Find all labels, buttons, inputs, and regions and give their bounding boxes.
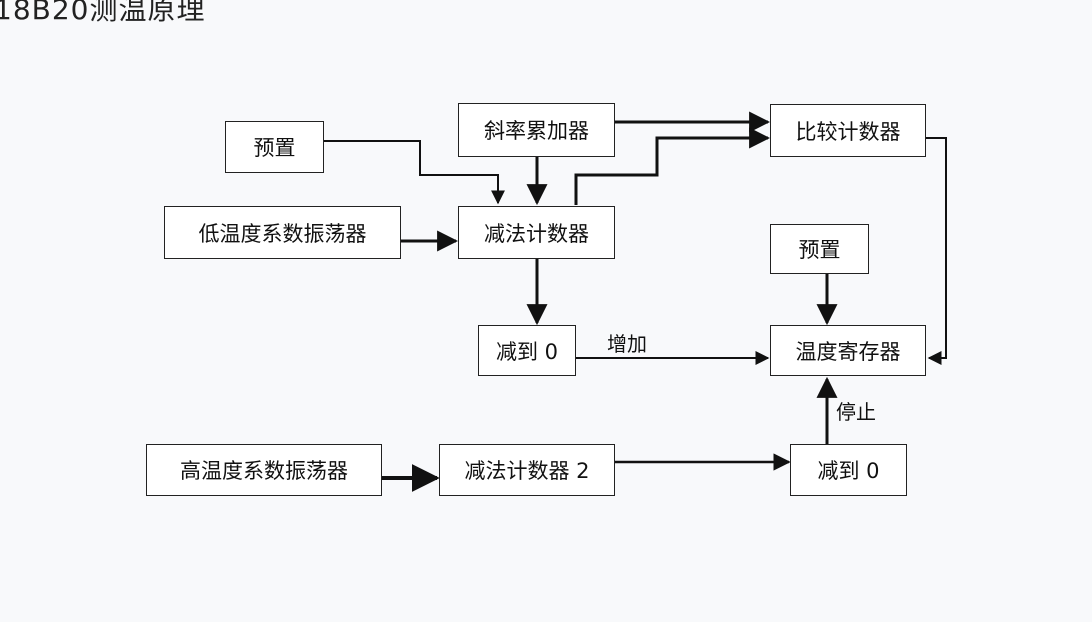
arrow-preset1-to-subtract xyxy=(324,140,505,205)
subtract-counter-box: 减法计数器 xyxy=(458,206,615,259)
compare-counter-box: 比较计数器 xyxy=(770,104,926,157)
increase-label: 增加 xyxy=(607,332,647,356)
reach-zero-box-2: 减到 0 xyxy=(790,444,907,496)
slope-accumulator-box: 斜率累加器 xyxy=(458,103,615,157)
diagram-title: 18B20测温原理 xyxy=(0,0,206,26)
subtract-counter-2-box: 减法计数器 2 xyxy=(439,444,615,496)
reach-zero-box-1: 减到 0 xyxy=(478,325,576,376)
low-temp-oscillator-box: 低温度系数振荡器 xyxy=(164,206,401,259)
arrow-subtract-to-compare xyxy=(574,127,771,205)
preset-box-1: 预置 xyxy=(225,121,324,173)
arrow-compare-to-register xyxy=(926,137,947,365)
temp-register-box: 温度寄存器 xyxy=(770,325,926,376)
preset-box-2: 预置 xyxy=(770,224,869,274)
high-temp-oscillator-box: 高温度系数振荡器 xyxy=(146,444,382,496)
stop-label: 停止 xyxy=(836,400,876,424)
